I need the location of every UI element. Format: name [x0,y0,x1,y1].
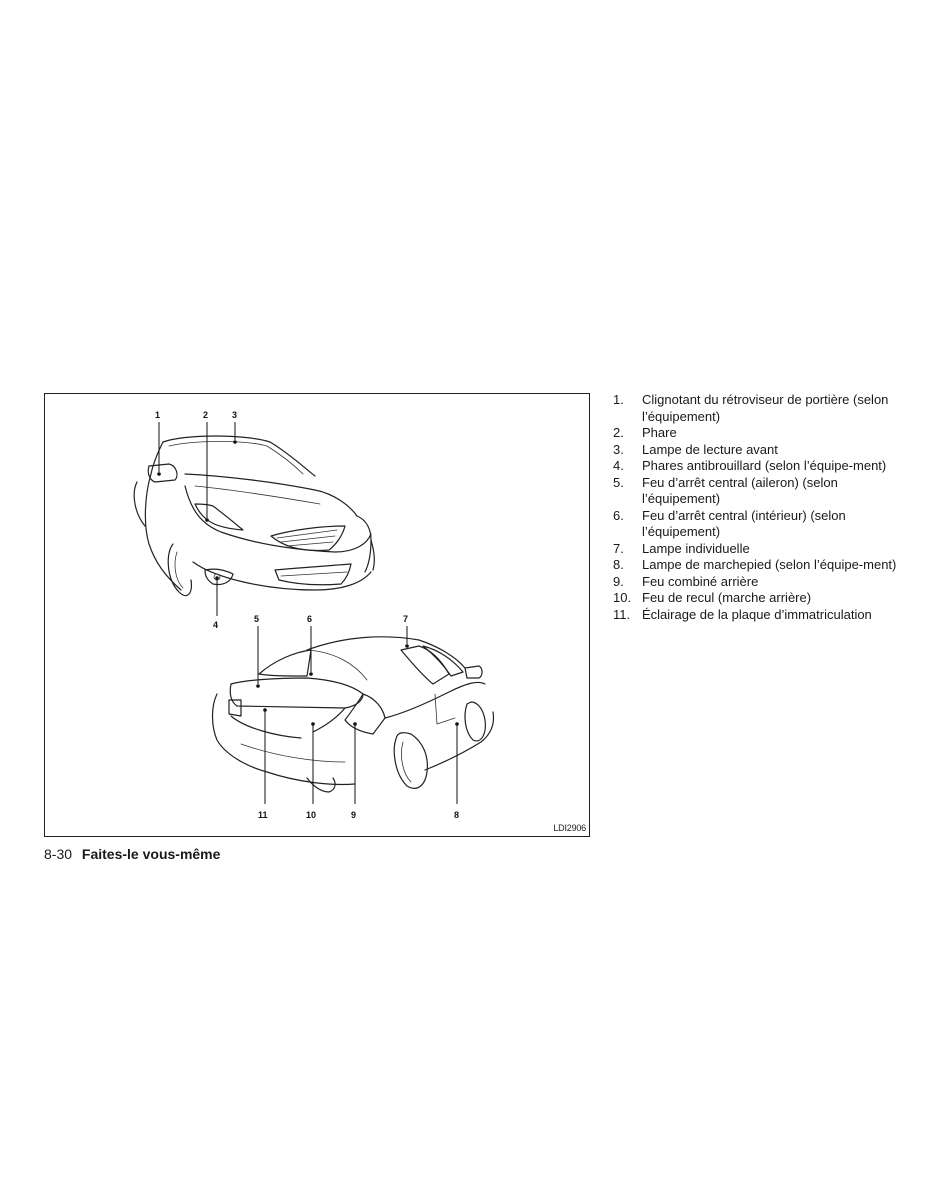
legend-item: 2. Phare [613,425,913,442]
legend-number: 5. [613,474,624,490]
callout-2: 2 [203,410,208,420]
callout-leaders [157,422,459,804]
section-title: Faites-le vous-même [81,846,221,862]
legend-number: 11. [613,606,631,622]
legend-number: 1. [613,392,624,407]
callout-10: 10 [306,810,316,820]
legend-number: 3. [613,441,624,457]
callout-8: 8 [454,810,459,820]
legend-item: 10. Feu de recul (marche arrière) [613,590,913,607]
lights-legend: 1. Clignotant du rétroviseur de portière… [613,392,913,623]
legend-number: 7. [613,540,624,556]
legend-number: 4. [613,458,624,473]
callout-3: 3 [232,410,237,420]
legend-item: 9. Feu combiné arrière [613,574,913,591]
legend-text: Lampe individuelle [642,540,750,556]
page-number: 8-30 [44,846,73,862]
legend-number: 2. [613,425,624,440]
front-car-drawing [133,435,375,597]
callout-4: 4 [213,620,218,630]
legend-text: Éclairage de la plaque d’immatriculation [642,606,872,622]
legend-item: 1. Clignotant du rétroviseur de portière… [613,392,913,425]
legend-item: 8. Lampe de marchepied (selon l’équipe-m… [613,557,913,574]
callout-1: 1 [155,410,160,420]
legend-text: Phare [642,425,677,440]
legend-number: 9. [613,573,624,589]
callout-5: 5 [254,614,259,624]
legend-text: Lampe de lecture avant [642,441,778,457]
legend-item: 5. Feu d’arrêt central (aileron) (selon … [613,475,913,508]
legend-text: Lampe de marchepied (selon l’équipe-ment… [642,557,897,572]
legend-item: 3. Lampe de lecture avant [613,442,913,459]
legend-number: 8. [613,557,624,572]
callout-11: 11 [258,810,268,820]
legend-number: 10. [613,590,632,605]
lights-figure: 1 2 3 4 5 6 7 8 9 10 11 LDI2906 [44,393,590,837]
legend-text: Feu d’arrêt central (aileron) (selon l’é… [642,474,838,507]
legend-text: Feu combiné arrière [642,573,759,589]
figure-code: LDI2906 [553,823,586,833]
legend-text: Phares antibrouillard (selon l’équipe-me… [642,458,887,473]
legend-item: 7. Lampe individuelle [613,541,913,558]
callout-9: 9 [351,810,356,820]
legend-number: 6. [613,507,624,523]
legend-item: 11. Éclairage de la plaque d’immatricula… [613,607,913,624]
legend-text: Clignotant du rétroviseur de portière (s… [642,392,889,424]
page-footer: 8-30 Faites-le vous-même [44,846,220,862]
legend-text: Feu d’arrêt central (intérieur) (selon l… [642,507,846,540]
car-lights-illustration: 1 2 3 4 5 6 7 8 9 10 11 [133,410,495,820]
rear-car-drawing [211,636,495,793]
legend-item: 6. Feu d’arrêt central (intérieur) (selo… [613,508,913,541]
callout-7: 7 [403,614,408,624]
legend-text: Feu de recul (marche arrière) [642,590,812,605]
callout-6: 6 [307,614,312,624]
legend-item: 4. Phares antibrouillard (selon l’équipe… [613,458,913,475]
